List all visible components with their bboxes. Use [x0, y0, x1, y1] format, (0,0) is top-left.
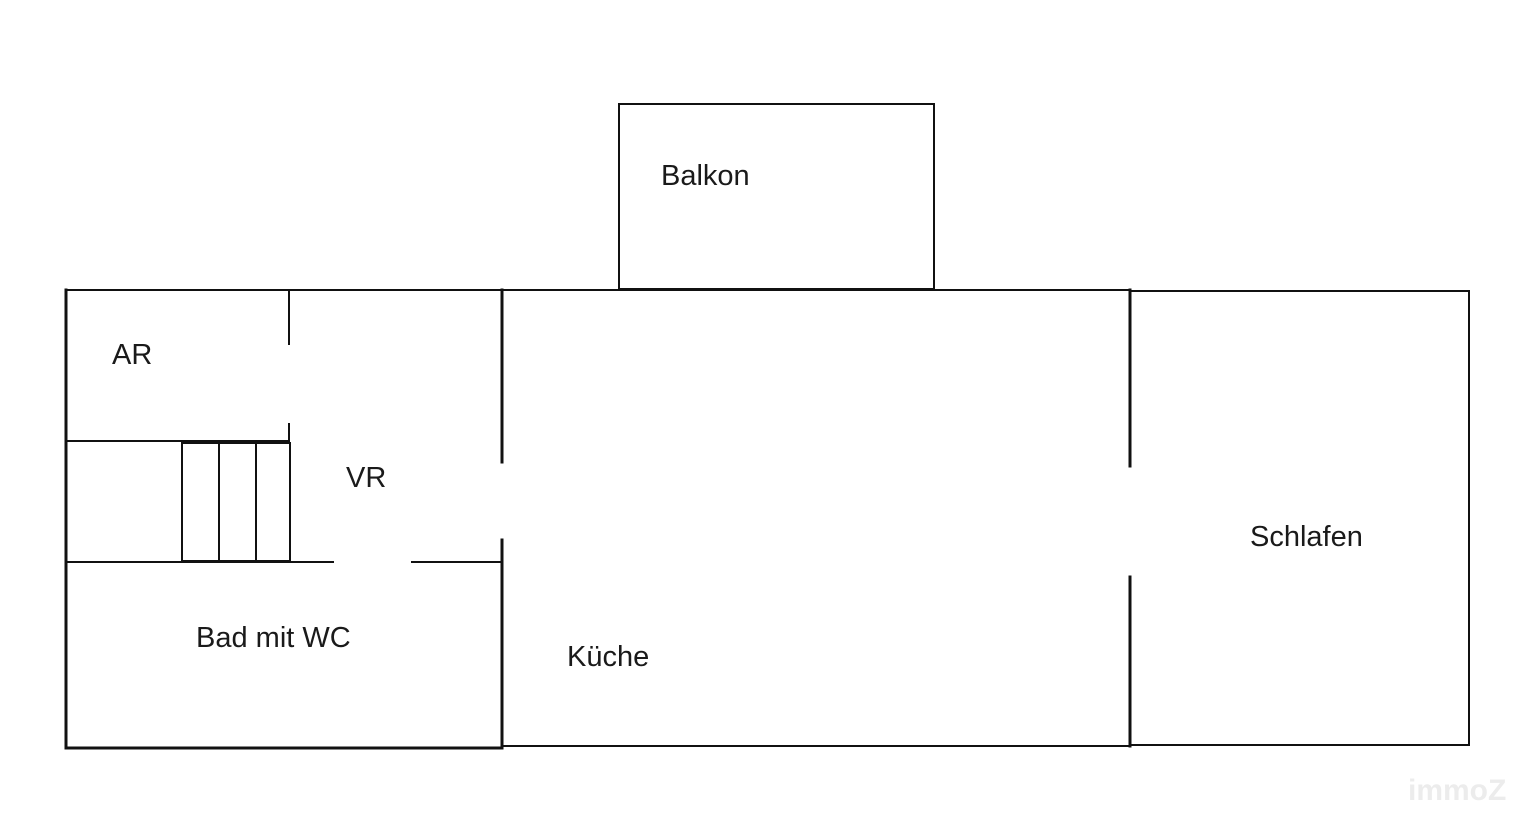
- room-label-ar: AR: [112, 339, 153, 371]
- closet-unit: [218, 442, 257, 562]
- room-label-bad: Bad mit WC: [196, 622, 351, 654]
- room-label-kueche: Küche: [567, 641, 650, 673]
- room-label-balkon: Balkon: [661, 160, 750, 192]
- watermark-logo: immoZ: [1408, 774, 1507, 807]
- closet-unit: [255, 442, 291, 562]
- closet-unit: [181, 442, 220, 562]
- room-label-schlafen: Schlafen: [1250, 521, 1363, 553]
- balcony-outline: [618, 103, 935, 290]
- room-label-vr: VR: [346, 462, 387, 494]
